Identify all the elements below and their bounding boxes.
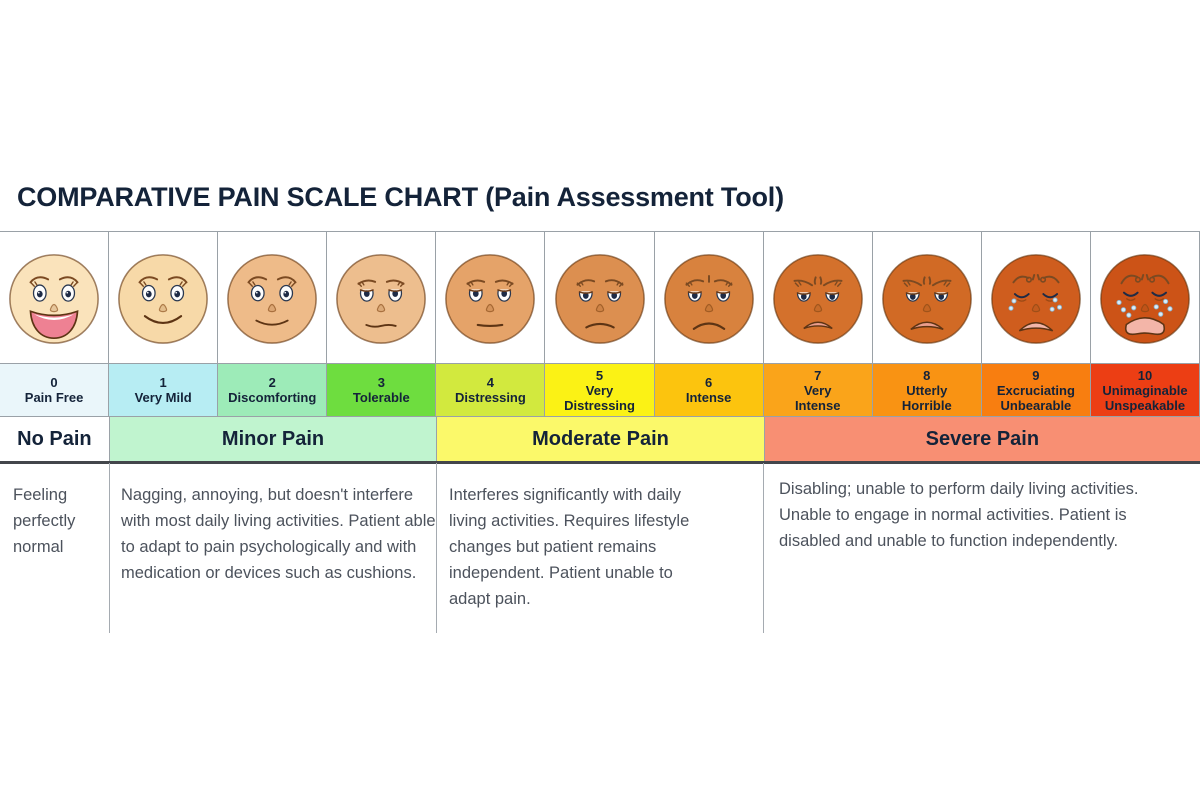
pain-face-6 <box>663 253 754 344</box>
pain-face-1 <box>118 253 209 344</box>
face-cell-4 <box>436 232 546 363</box>
scale-label-line: Distressing <box>564 397 635 413</box>
face-cell-2 <box>218 232 328 363</box>
category-minor-pain: Minor Pain <box>109 417 438 461</box>
scale-label-line: Very Mild <box>134 390 192 405</box>
face-cell-0 <box>0 232 110 363</box>
scale-value: 0 <box>50 375 58 390</box>
scale-label-line: Very <box>803 382 832 398</box>
scale-value: 9 <box>1032 367 1040 383</box>
face-cell-7 <box>764 232 873 363</box>
pain-face-9 <box>991 253 1081 344</box>
page-title: COMPARATIVE PAIN SCALE CHART (Pain Asses… <box>17 182 784 212</box>
pain-face-4 <box>445 253 536 344</box>
column-separator <box>763 463 765 633</box>
description-severe-pain: Disabling; unable to perform daily livin… <box>779 480 1139 550</box>
category-no-pain: No Pain <box>0 417 110 461</box>
face-cell-9 <box>982 232 1091 363</box>
scale-value: 10 <box>1137 367 1153 383</box>
face-cell-10 <box>1091 232 1200 363</box>
category-label: Moderate Pain <box>532 427 669 450</box>
category-severe-pain: Severe Pain <box>764 417 1200 461</box>
face-cell-3 <box>327 232 437 363</box>
face-cell-6 <box>655 232 764 363</box>
scale-label-line: Unimaginable <box>1102 382 1188 398</box>
scale-label-line: Tolerable <box>352 390 410 405</box>
scale-label-line: Intense <box>685 390 732 405</box>
column-separator <box>435 463 437 633</box>
scale-value: 3 <box>377 375 385 390</box>
pain-face-10 <box>1100 253 1190 344</box>
scale-label-line: Utterly <box>906 382 948 398</box>
scale-label-line: Discomforting <box>228 390 317 405</box>
scale-value: 4 <box>486 375 495 390</box>
scale-value: 8 <box>923 367 931 383</box>
scale-value: 5 <box>595 367 604 383</box>
faces-row <box>0 231 1200 364</box>
pain-face-2 <box>227 253 318 344</box>
face-cell-5 <box>545 232 655 363</box>
category-label: Minor Pain <box>221 427 325 450</box>
scale-label-line: Unspeakable <box>1104 397 1186 413</box>
scale-value: 1 <box>159 375 167 390</box>
pain-face-7 <box>772 253 863 344</box>
pain-face-5 <box>554 253 645 344</box>
category-row: No Pain Minor Pain Moderate Pain Severe Pai… <box>0 417 1200 464</box>
description-minor-pain: Nagging, annoying, but doesn't interfere… <box>121 486 436 582</box>
scale-label-line: Excruciating <box>996 382 1075 398</box>
scale-value: 7 <box>814 367 822 383</box>
category-moderate-pain: Moderate Pain <box>437 417 765 461</box>
scale-value: 6 <box>704 375 713 390</box>
description-row: Feeling perfectly normal Nagging, annoyin… <box>0 463 1200 643</box>
scale-label-line: Very <box>585 382 614 398</box>
scale-label-line: Distressing <box>455 390 526 405</box>
scale-label-line: Horrible <box>901 397 952 413</box>
pain-face-8 <box>881 253 972 344</box>
scale-label-line: Pain Free <box>24 390 84 405</box>
category-label: No Pain <box>17 427 92 450</box>
column-separator <box>108 463 110 633</box>
pain-face-0 <box>9 253 99 344</box>
scale-label-line: Intense <box>794 397 841 413</box>
scale-label-line: Unbearable <box>1000 397 1072 413</box>
face-cell-1 <box>109 232 219 363</box>
description-no-pain: Feeling perfectly normal <box>13 486 76 556</box>
pain-face-3 <box>336 253 427 344</box>
scale-value: 2 <box>268 375 276 390</box>
description-moderate-pain: Interferes significantly with daily livi… <box>449 486 690 608</box>
face-cell-8 <box>873 232 982 363</box>
category-label: Severe Pain <box>925 427 1040 450</box>
